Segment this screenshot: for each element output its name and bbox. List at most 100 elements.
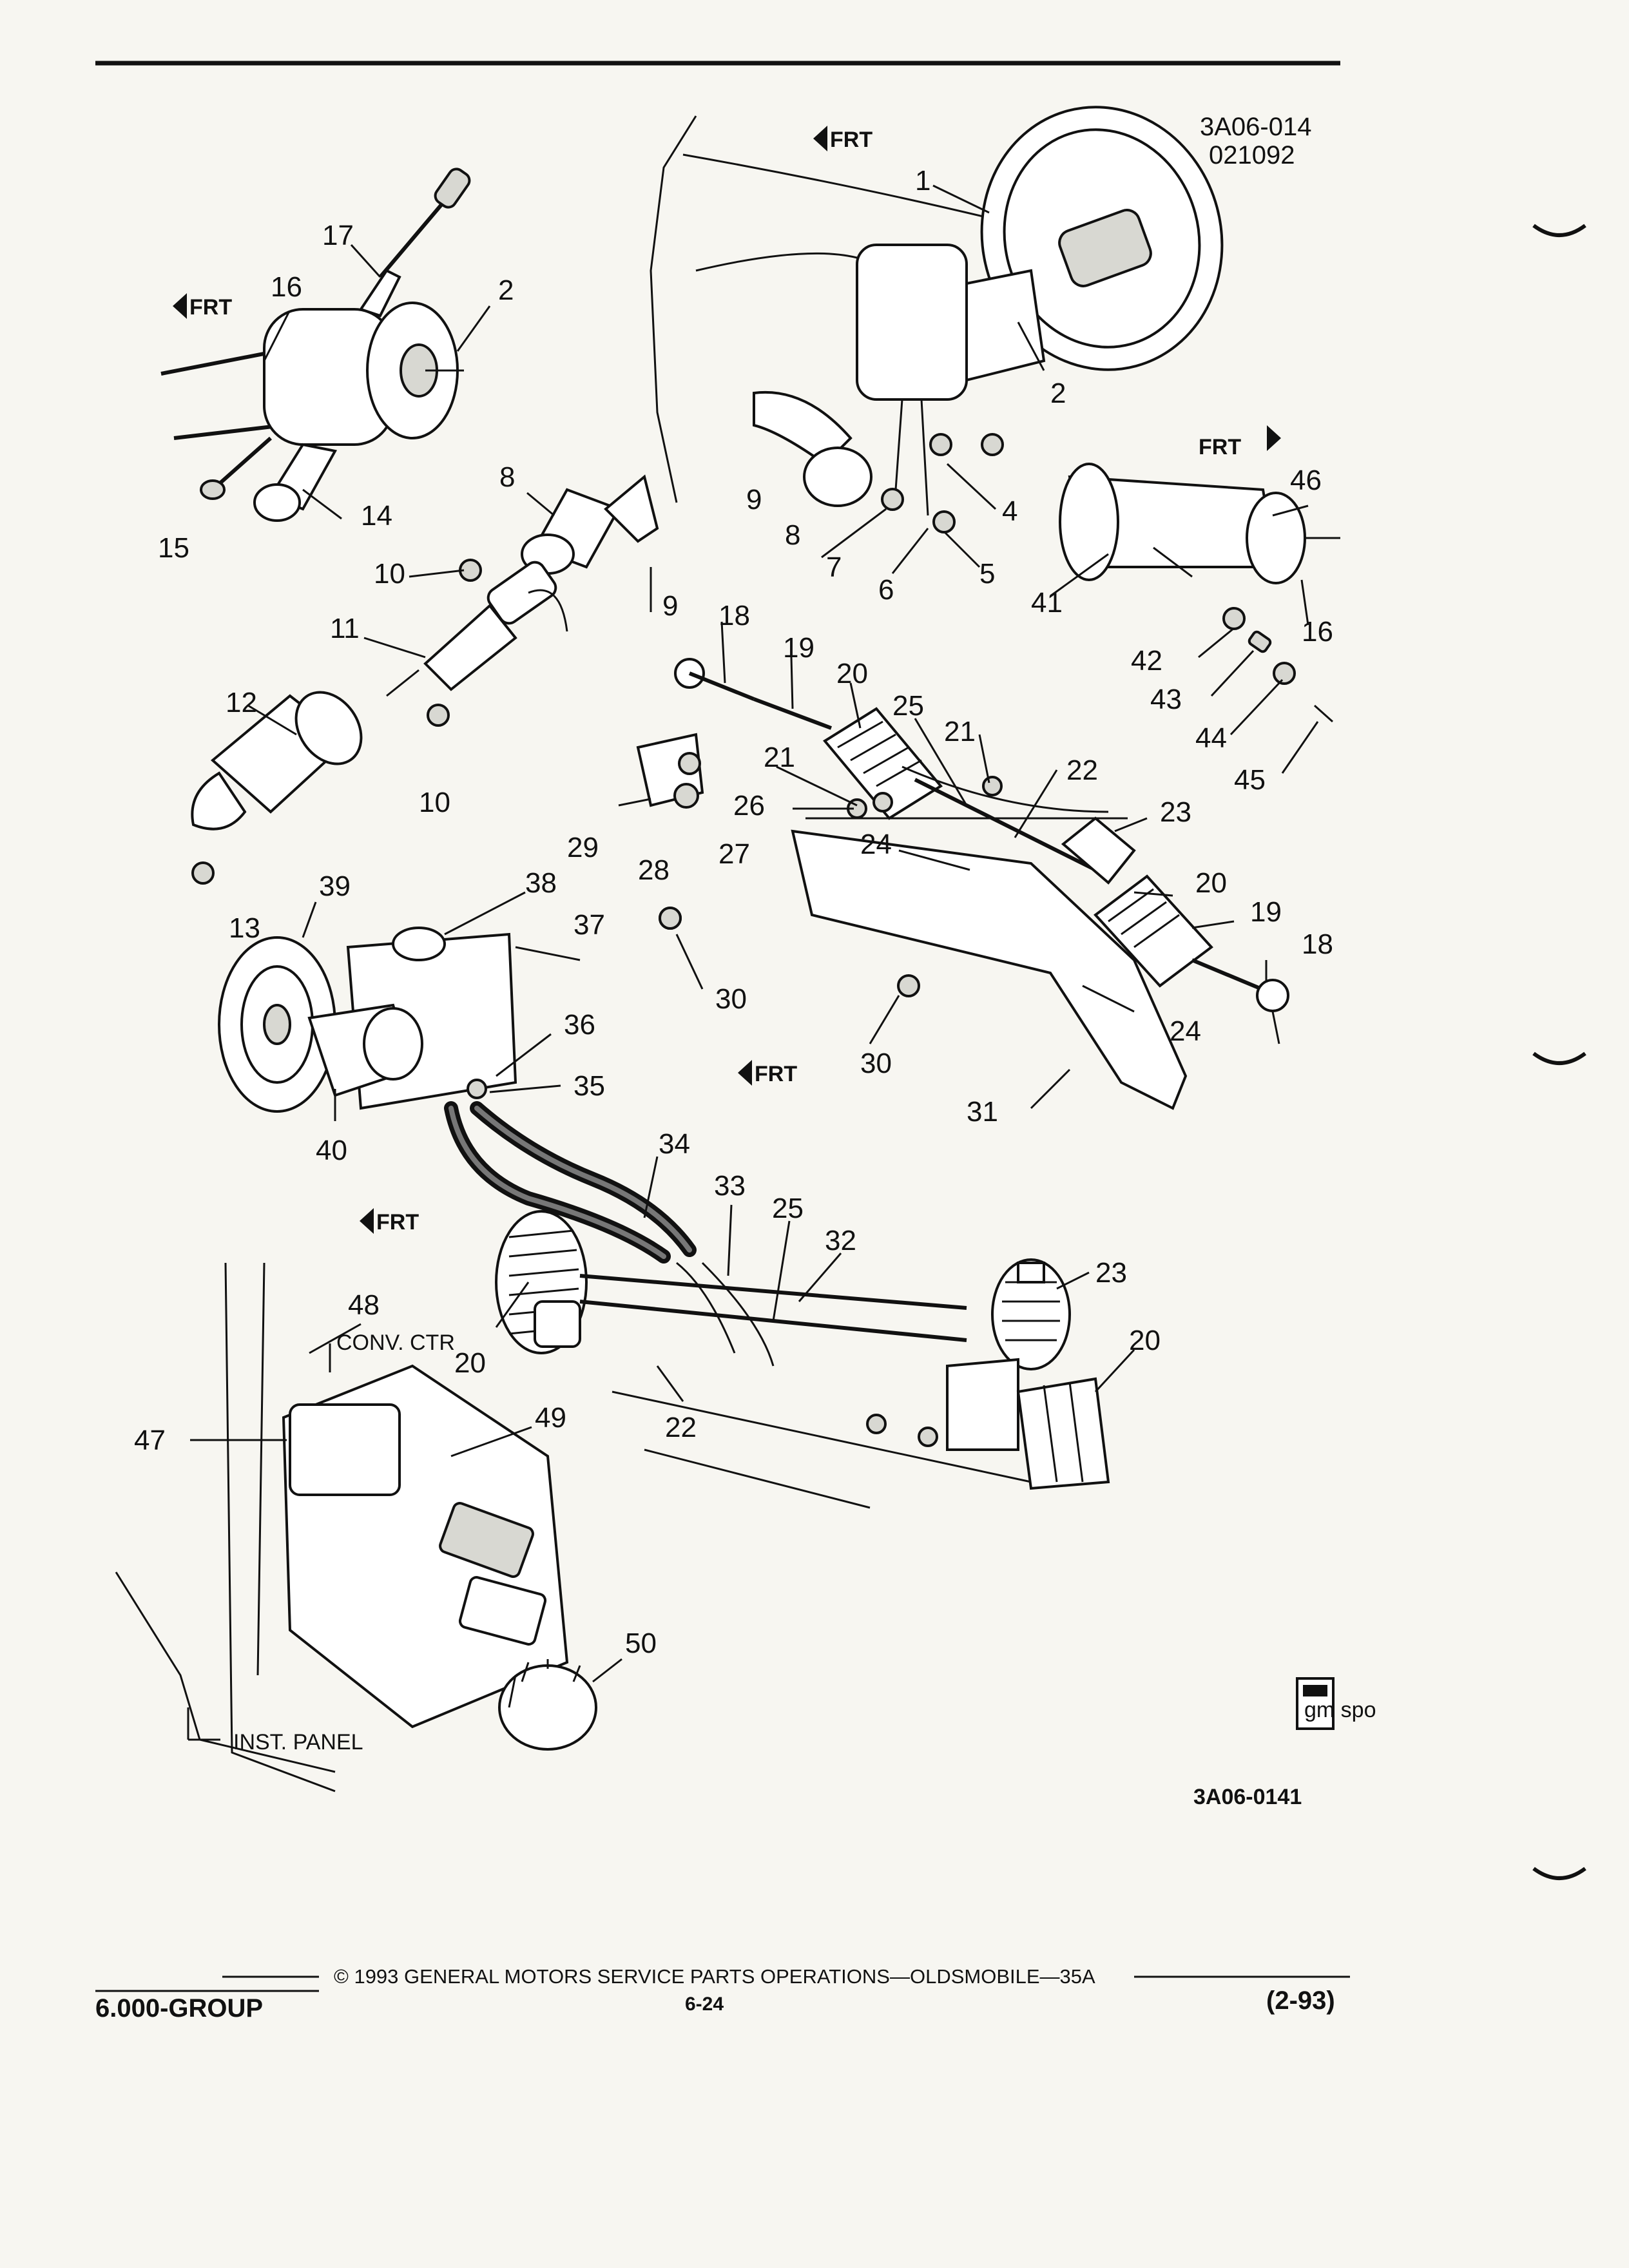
callout-10b: 10 xyxy=(419,787,450,818)
frt-mark-4: FRT xyxy=(738,1060,797,1086)
svg-text:FRT: FRT xyxy=(1199,435,1241,459)
callout-9b: 9 xyxy=(662,590,678,622)
footer-page: 6-24 xyxy=(685,1994,724,2015)
callout-22b: 22 xyxy=(665,1412,697,1443)
callout-35: 35 xyxy=(574,1070,605,1102)
callout-28: 28 xyxy=(638,854,670,886)
callout-11: 11 xyxy=(330,613,360,644)
callout-22: 22 xyxy=(1066,754,1098,786)
binder-mark-3 xyxy=(1532,1867,1586,1880)
callout-5: 5 xyxy=(979,558,995,590)
callout-34: 34 xyxy=(659,1128,690,1160)
callout-26: 26 xyxy=(733,790,765,822)
module-group xyxy=(115,1262,597,1792)
gm-spo-logo: gm spo xyxy=(1296,1677,1376,1730)
svg-text:FRT: FRT xyxy=(755,1062,797,1086)
callout-12: 12 xyxy=(226,687,257,718)
binder-mark-2 xyxy=(1532,1052,1586,1065)
illustration-code: 3A06-014 xyxy=(1200,113,1311,141)
callout-30: 30 xyxy=(715,983,747,1015)
callout-23: 23 xyxy=(1160,796,1191,828)
callout-2b: 2 xyxy=(498,274,514,306)
callout-24b: 24 xyxy=(1170,1015,1201,1047)
callout-8b: 8 xyxy=(499,461,515,493)
callout-9: 9 xyxy=(746,484,762,515)
inst-panel-caption: INST. PANEL xyxy=(233,1730,363,1754)
figure-code: 3A06-0141 xyxy=(1193,1785,1302,1809)
callout-18: 18 xyxy=(718,600,750,631)
callout-6: 6 xyxy=(878,574,894,606)
callout-18b: 18 xyxy=(1302,928,1333,960)
callout-20: 20 xyxy=(836,658,868,689)
frt-mark-2: FRT xyxy=(173,293,232,320)
callout-24: 24 xyxy=(860,829,892,860)
illustration-date: 021092 xyxy=(1209,141,1295,169)
callout-25: 25 xyxy=(892,690,924,722)
callout-38: 38 xyxy=(525,867,557,899)
callout-48: 48 xyxy=(348,1289,380,1321)
footer-copyright: © 1993 GENERAL MOTORS SERVICE PARTS OPER… xyxy=(334,1965,1095,1988)
callout-50: 50 xyxy=(625,1628,657,1659)
callout-41: 41 xyxy=(1031,587,1063,619)
callout-20c: 20 xyxy=(454,1347,486,1379)
callout-7: 7 xyxy=(826,552,842,583)
callout-29: 29 xyxy=(567,832,599,863)
hose-group xyxy=(444,1101,1110,1509)
column-housing-group xyxy=(1059,463,1340,723)
steering-gear-group xyxy=(618,658,1289,1110)
leader-lines xyxy=(187,184,1319,1741)
callout-30b: 30 xyxy=(860,1048,892,1079)
steering-wheel-group xyxy=(650,106,1224,533)
callout-33: 33 xyxy=(714,1170,746,1202)
callout-15: 15 xyxy=(158,532,189,564)
callout-21: 21 xyxy=(944,716,976,747)
callout-37: 37 xyxy=(574,909,605,941)
callout-8: 8 xyxy=(785,519,800,551)
callout-21b: 21 xyxy=(764,742,795,773)
callout-36: 36 xyxy=(564,1009,595,1041)
callout-19b: 19 xyxy=(1250,896,1282,928)
svg-text:FRT: FRT xyxy=(830,128,872,152)
callout-4: 4 xyxy=(1002,495,1017,527)
callout-43: 43 xyxy=(1150,684,1182,715)
svg-text:FRT: FRT xyxy=(376,1210,419,1235)
callout-39: 39 xyxy=(319,870,351,902)
callout-20d: 20 xyxy=(1129,1325,1161,1356)
callout-46: 46 xyxy=(1290,465,1322,496)
callout-10: 10 xyxy=(374,558,405,590)
binder-mark-1 xyxy=(1532,224,1586,237)
callout-20b: 20 xyxy=(1195,867,1227,899)
svg-text:gm spo: gm spo xyxy=(1304,1698,1376,1722)
frt-mark-1: FRT xyxy=(813,126,872,152)
conv-ctr-caption: CONV. CTR xyxy=(336,1331,455,1355)
callout-44: 44 xyxy=(1195,722,1227,754)
intermediate-shaft-group xyxy=(191,474,659,885)
callout-17: 17 xyxy=(322,220,354,251)
callout-14: 14 xyxy=(361,500,392,532)
callout-16: 16 xyxy=(271,271,302,303)
frt-mark-3: FRT xyxy=(1199,425,1281,459)
callout-13: 13 xyxy=(229,912,260,944)
callout-19: 19 xyxy=(783,632,815,664)
callout-45: 45 xyxy=(1234,764,1266,796)
callout-labels: 1 2 2 4 5 6 7 8 8 9 9 10 10 11 12 13 14 … xyxy=(134,165,1333,1659)
frt-mark-5: FRT xyxy=(360,1208,419,1235)
callout-23b: 23 xyxy=(1095,1257,1127,1289)
callout-49: 49 xyxy=(535,1402,566,1434)
pump-group xyxy=(218,907,682,1113)
callout-1: 1 xyxy=(915,165,930,197)
callout-2: 2 xyxy=(1050,378,1066,409)
callout-32: 32 xyxy=(825,1225,856,1256)
footer-group: 6.000-GROUP xyxy=(95,1994,263,2023)
column-assembly-group xyxy=(160,168,471,522)
callout-16b: 16 xyxy=(1302,616,1333,648)
callout-47: 47 xyxy=(134,1425,166,1456)
callout-40: 40 xyxy=(316,1135,347,1166)
svg-text:FRT: FRT xyxy=(189,295,232,320)
callout-42: 42 xyxy=(1131,645,1162,677)
callout-31: 31 xyxy=(967,1096,998,1128)
footer-date: (2-93) xyxy=(1266,1986,1335,2015)
callout-27: 27 xyxy=(718,838,750,870)
callout-25b: 25 xyxy=(772,1193,804,1224)
